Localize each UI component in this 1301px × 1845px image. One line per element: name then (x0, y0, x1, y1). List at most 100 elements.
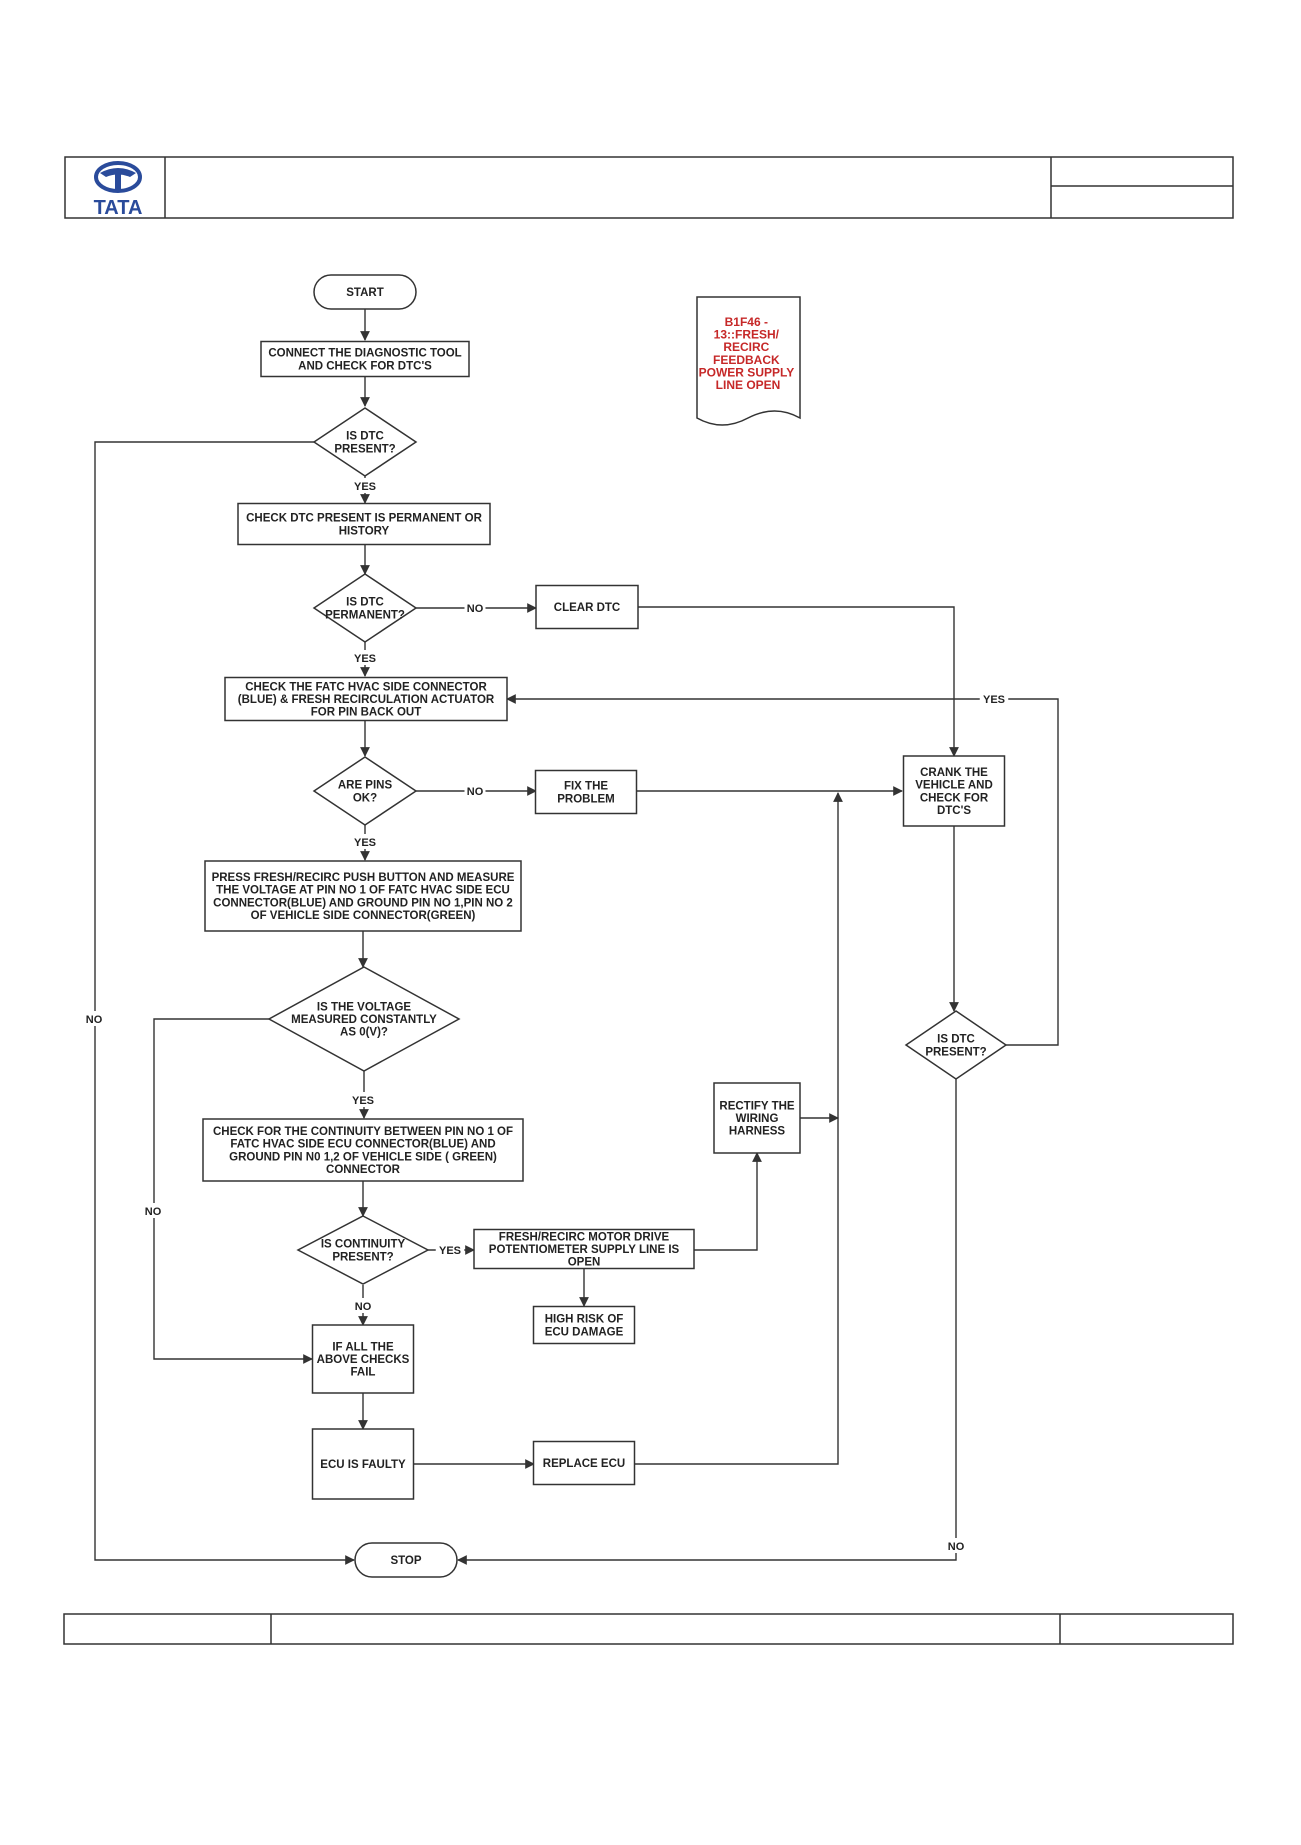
svg-text:YES: YES (354, 837, 376, 849)
node-label: IF ALL THE (332, 1341, 394, 1353)
node-measure-voltage: PRESS FRESH/RECIRC PUSH BUTTON AND MEASU… (204, 860, 522, 932)
note-line: POWER SUPPLY (699, 365, 795, 379)
node-label: HISTORY (339, 525, 390, 537)
flow-connectors (94, 309, 1059, 1565)
node-label: CHECK THE FATC HVAC SIDE CONNECTOR (245, 681, 487, 693)
node-label: CHECK DTC PRESENT IS PERMANENT OR (246, 513, 482, 525)
page-header: TATA (64, 156, 1234, 219)
node-label: THE VOLTAGE AT PIN NO 1 OF FATC HVAC SID… (216, 885, 510, 897)
node-label: (BLUE) & FRESH RECIRCULATION ACTUATOR (238, 694, 495, 706)
node-label: ARE PINS (338, 780, 393, 792)
node-label: PRESENT? (334, 443, 395, 455)
node-label: CHECK FOR THE CONTINUITY BETWEEN PIN NO … (213, 1126, 513, 1138)
edge-label: YES (350, 478, 380, 493)
node-label: AS 0(V)? (340, 1027, 388, 1039)
node-label: FOR PIN BACK OUT (311, 707, 422, 719)
svg-text:B1F46 - 13::FRESH/: B1F46 - 13::FRESH/ RECIRC FEEDBACK POWER… (699, 315, 798, 392)
node-label: PRESS FRESH/RECIRC PUSH BUTTON AND MEASU… (212, 872, 515, 884)
edge-label: NO (945, 1538, 967, 1553)
node-label: FIX THE (564, 781, 608, 793)
edge-label: NO (83, 1011, 105, 1026)
node-label: REPLACE ECU (543, 1458, 625, 1470)
node-check-connector: CHECK THE FATC HVAC SIDE CONNECTOR(BLUE)… (224, 676, 508, 722)
node-label: VEHICLE AND (915, 780, 993, 792)
note-line: LINE OPEN (716, 378, 781, 392)
node-ecu-faulty: ECU IS FAULTY (311, 1428, 415, 1500)
edge-label: YES (350, 834, 380, 849)
edge-label: NO (352, 1298, 374, 1313)
node-label: ECU DAMAGE (545, 1326, 624, 1338)
node-clear-dtc: CLEAR DTC (535, 584, 639, 630)
connector-arrow (694, 1152, 762, 1251)
svg-text:YES: YES (354, 653, 376, 665)
node-label: PRESENT? (332, 1251, 393, 1263)
node-label: CONNECTOR (326, 1164, 401, 1176)
dtc-note: B1F46 - 13::FRESH/ RECIRC FEEDBACK POWER… (696, 296, 801, 426)
node-label: CONNECT THE DIAGNOSTIC TOOL (268, 348, 461, 360)
note-line: 13::FRESH/ (714, 328, 780, 342)
node-label: GROUND PIN N0 1,2 OF VEHICLE SIDE ( GREE… (229, 1151, 497, 1163)
svg-text:NO: NO (86, 1014, 103, 1026)
connector-arrow (153, 1018, 313, 1364)
node-label: FATC HVAC SIDE ECU CONNECTOR(BLUE) AND (230, 1139, 495, 1151)
node-label: CONNECTOR(BLUE) AND GROUND PIN NO 1,PIN … (213, 897, 513, 909)
node-label: HARNESS (729, 1126, 786, 1138)
node-label: RECTIFY THE (719, 1100, 795, 1112)
connector-arrow (635, 792, 843, 1465)
node-label: OK? (353, 792, 377, 804)
node-start: START (313, 274, 417, 310)
node-check-continuity: CHECK FOR THE CONTINUITY BETWEEN PIN NO … (202, 1118, 524, 1182)
connector-arrow (638, 606, 959, 757)
edge-label: NO (464, 600, 486, 615)
edge-label: YES (348, 1092, 378, 1107)
node-label: MEASURED CONSTANTLY (291, 1014, 437, 1026)
node-stop: STOP (354, 1542, 458, 1578)
svg-text:YES: YES (354, 481, 376, 493)
edge-label: YES (979, 691, 1009, 706)
edge-labels: YES NO YES NO YES YES NO YES YES NO NO NO (83, 478, 1009, 1553)
node-label: CLEAR DTC (554, 602, 620, 614)
node-label: START (346, 287, 383, 299)
tata-logo-icon (94, 161, 142, 193)
edge-label: YES (350, 650, 380, 665)
svg-text:NO: NO (948, 1541, 965, 1553)
svg-text:YES: YES (983, 694, 1005, 706)
svg-text:NO: NO (355, 1301, 372, 1313)
note-line: FEEDBACK (713, 353, 780, 367)
node-label: DTC'S (937, 805, 971, 817)
node-label: WIRING (736, 1113, 779, 1125)
svg-text:NO: NO (467, 786, 484, 798)
svg-text:NO: NO (145, 1206, 162, 1218)
node-label: IS CONTINUITY (321, 1239, 406, 1251)
node-label: IS THE VOLTAGE (317, 1001, 411, 1013)
connector-arrow (457, 1079, 957, 1565)
node-label: IS DTC (346, 597, 384, 609)
node-label: IS DTC (346, 431, 384, 443)
connector-arrow (506, 694, 1059, 1046)
node-label: POTENTIOMETER SUPPLY LINE IS (489, 1244, 680, 1256)
node-label: ECU IS FAULTY (320, 1459, 406, 1471)
node-label: PROBLEM (557, 793, 615, 805)
node-label: OF VEHICLE SIDE CONNECTOR(GREEN) (251, 910, 476, 922)
node-label: ABOVE CHECKS (317, 1354, 410, 1366)
edge-label: NO (142, 1203, 164, 1218)
svg-text:YES: YES (352, 1095, 374, 1107)
node-label: STOP (390, 1555, 421, 1567)
edge-label: YES (435, 1242, 465, 1257)
